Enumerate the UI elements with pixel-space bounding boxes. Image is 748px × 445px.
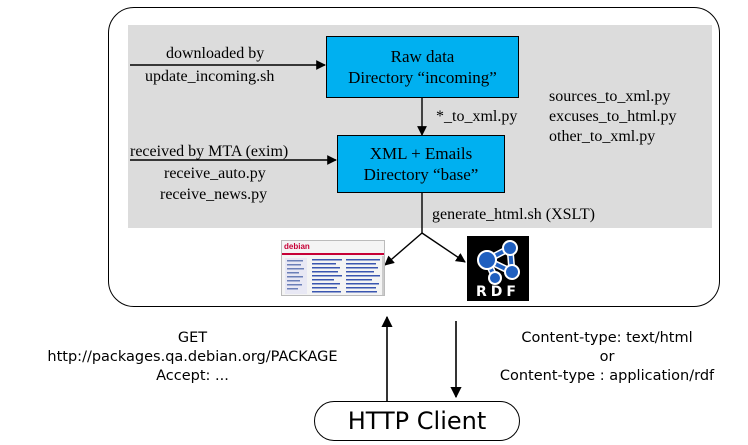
- html-page-thumbnail: debian: [281, 240, 385, 296]
- update-incoming-label: update_incoming.sh: [145, 68, 275, 85]
- base-box: XML + Emails Directory “base”: [337, 135, 505, 193]
- arrow-to-html: [384, 232, 423, 266]
- page-content-icon: [282, 253, 384, 295]
- debian-logo: debian: [284, 242, 310, 251]
- response-rdf: Content-type : application/rdf: [499, 368, 715, 384]
- raw-data-dir: Directory “incoming”: [348, 68, 497, 87]
- to-xml-label: *_to_xml.py: [436, 108, 518, 125]
- response-html: Content-type: text/html: [521, 330, 693, 346]
- base-dir: Directory “base”: [363, 165, 479, 184]
- rdf-logo: RDF: [467, 236, 529, 301]
- response-or: or: [599, 349, 615, 365]
- http-client-node: HTTP Client: [314, 401, 520, 441]
- script-other: other_to_xml.py: [549, 128, 656, 145]
- receive-news-label: receive_news.py: [160, 186, 268, 203]
- http-client-label: HTTP Client: [347, 407, 487, 435]
- rdf-graph-icon: [477, 240, 520, 285]
- generate-label: generate_html.sh (XSLT): [432, 206, 595, 223]
- request-method: GET: [177, 330, 208, 346]
- receive-auto-label: receive_auto.py: [164, 165, 266, 182]
- received-label: received by MTA (exim): [130, 143, 289, 160]
- base-title: XML + Emails: [369, 144, 473, 163]
- raw-data-box: Raw data Directory “incoming”: [326, 36, 519, 98]
- request-url: http://packages.qa.debian.org/PACKAGE: [47, 349, 338, 365]
- arrow-to-rdf: [421, 232, 466, 263]
- downloaded-label: downloaded by: [166, 45, 265, 62]
- script-sources: sources_to_xml.py: [549, 88, 671, 105]
- raw-data-title: Raw data: [390, 47, 455, 66]
- request-accept: Accept: ...: [156, 368, 229, 384]
- rdf-text: RDF: [476, 284, 520, 300]
- script-excuses: excuses_to_html.py: [549, 108, 677, 125]
